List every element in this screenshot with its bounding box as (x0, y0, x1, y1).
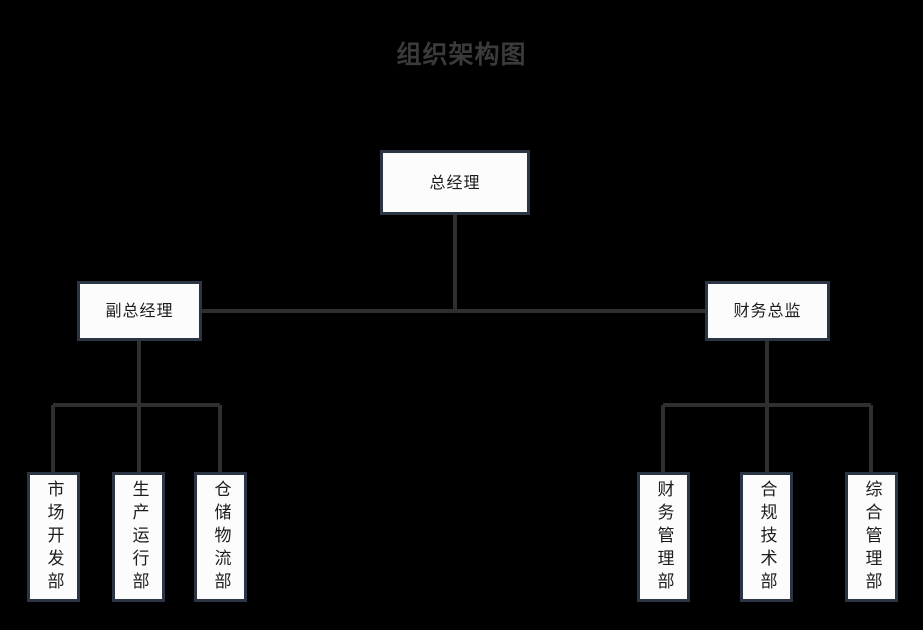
org-node-label: 综合管理部 (861, 479, 882, 595)
org-node-label: 财务总监 (733, 301, 802, 320)
org-node-label: 仓储物流部 (210, 479, 231, 595)
org-node-label: 市场开发部 (43, 479, 64, 595)
org-node-label: 生产运行部 (128, 479, 149, 595)
page-title: 组织架构图 (396, 40, 527, 69)
org-node-department[interactable]: 市场开发部 (27, 472, 80, 602)
org-node-deputy-general-manager[interactable]: 副总经理 (77, 281, 202, 341)
org-node-label: 副总经理 (105, 301, 174, 320)
org-node-department[interactable]: 仓储物流部 (194, 472, 247, 602)
org-node-financial-director[interactable]: 财务总监 (705, 281, 830, 341)
org-node-label: 财务管理部 (653, 479, 674, 595)
org-node-department[interactable]: 合规技术部 (740, 472, 793, 602)
org-node-department[interactable]: 综合管理部 (845, 472, 898, 602)
org-node-department[interactable]: 财务管理部 (637, 472, 690, 602)
org-node-department[interactable]: 生产运行部 (112, 472, 165, 602)
org-node-general-manager[interactable]: 总经理 (380, 150, 530, 215)
org-node-label: 总经理 (429, 172, 481, 192)
org-node-label: 合规技术部 (756, 479, 777, 595)
